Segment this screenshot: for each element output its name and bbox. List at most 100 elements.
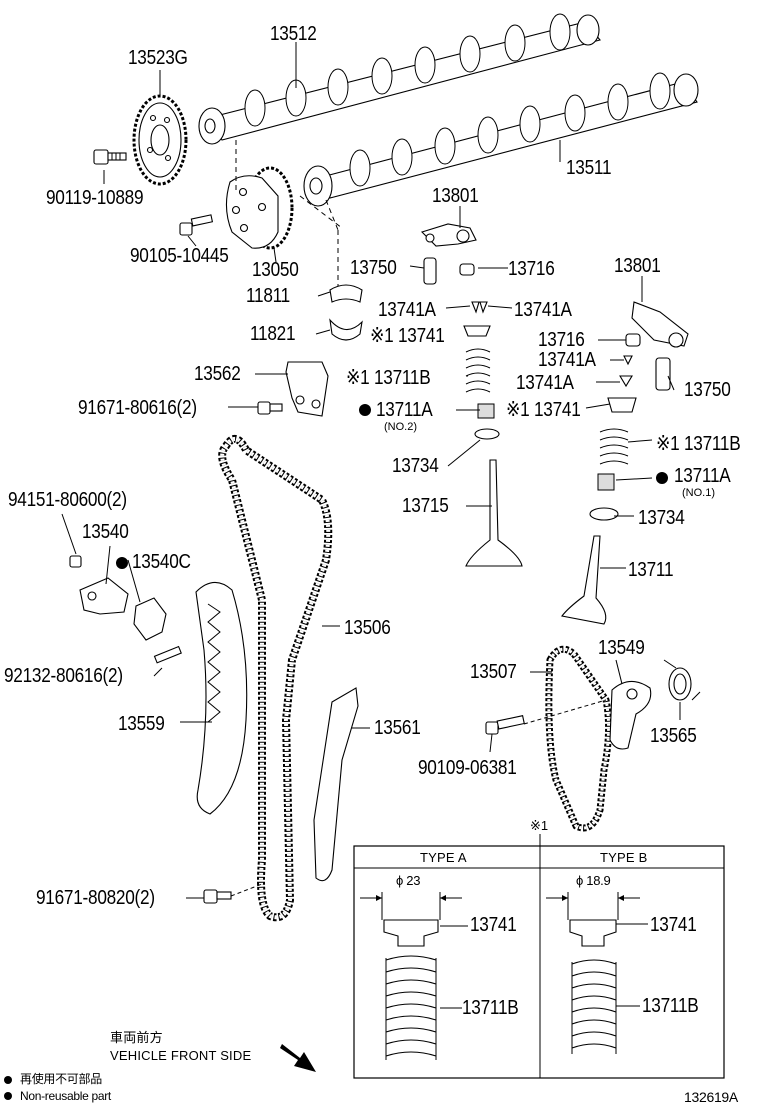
label-13801-lower: 13801: [614, 255, 661, 277]
bolt-90109: [485, 715, 525, 735]
lash-adjuster-13750-upper: [423, 257, 437, 285]
label-13711a-no1: 13711A: [674, 465, 731, 487]
inset-diameter-a: ϕ 23: [396, 873, 421, 888]
label-13734-lower: 13734: [638, 507, 685, 529]
seat-13734-upper: [474, 428, 500, 440]
gasket-13540c: [133, 597, 167, 641]
label-13750-lower: 13750: [684, 379, 731, 401]
inset-diameter-b: ϕ 18.9: [576, 873, 611, 888]
label-13540c: 13540C: [132, 551, 191, 573]
camshaft-13512: [198, 13, 601, 145]
label-13523g: 13523G: [128, 47, 188, 69]
seat-13734-lower: [589, 507, 619, 521]
label-91671-80820: 91671-80820(2): [36, 887, 155, 909]
label-11811: 11811: [246, 285, 290, 307]
label-13507: 13507: [470, 661, 517, 683]
timing-chain-13507: [545, 645, 613, 832]
bolt-90119: [93, 149, 127, 165]
label-11821: 11821: [250, 323, 296, 345]
legend-front-en: VEHICLE FRONT SIDE: [110, 1048, 252, 1063]
label-13549: 13549: [598, 637, 645, 659]
label-13741a-right: 13741A: [514, 299, 572, 321]
label-13512: 13512: [270, 23, 317, 45]
keeper-13741a-lower-b: [619, 375, 633, 388]
label-13734-upper: 13734: [392, 455, 439, 477]
bolt-91671-80820: [203, 889, 232, 904]
label-13050: 13050: [252, 259, 299, 281]
nonreuse-dot-icon-2: [4, 1092, 12, 1100]
label-13711b-upper: ※1 13711B: [346, 367, 431, 389]
label-92132-80616: 92132-80616(2): [4, 665, 123, 687]
keeper-13741a-upper: [471, 301, 488, 314]
label-13506: 13506: [344, 617, 391, 639]
label-13741a-lower-a: 13741A: [538, 349, 596, 371]
tensioner-13540: [79, 577, 129, 615]
cap-13716-upper: [459, 263, 475, 276]
label-90109-06381: 90109-06381: [418, 757, 517, 779]
label-note-1: ※1: [530, 818, 549, 833]
label-90105-10445: 90105-10445: [130, 245, 229, 267]
nonreuse-mark-13711a-a: [359, 404, 371, 416]
chain-guide-13561: [313, 687, 359, 882]
rocker-arm-13801-upper: [420, 223, 477, 247]
cap-13716-lower: [625, 333, 641, 347]
bolt-91671-80616: [257, 401, 283, 415]
lash-adjuster-13750-lower: [655, 357, 671, 391]
label-90119-10889: 90119-10889: [46, 187, 144, 209]
label-13716-upper: 13716: [508, 258, 555, 280]
inset-b-13711b: 13711B: [642, 995, 699, 1017]
label-13511: 13511: [566, 157, 612, 179]
camshaft-13511: [303, 72, 699, 207]
label-13561: 13561: [374, 717, 421, 739]
label-13750-upper: 13750: [350, 257, 397, 279]
inset-type-comparison: [353, 845, 725, 1079]
nonreuse-dot-icon: [4, 1076, 12, 1084]
inset-a-13711b: 13711B: [462, 997, 519, 1019]
label-no2: (NO.2): [384, 421, 417, 433]
label-13540: 13540: [82, 521, 129, 543]
label-13565: 13565: [650, 725, 697, 747]
label-13715: 13715: [402, 495, 449, 517]
vvt-gear-13050: [225, 166, 294, 250]
chain-slipper-13559: [195, 581, 248, 815]
bearing-11821: [329, 318, 363, 341]
label-13741-lower: ※1 13741: [506, 399, 581, 421]
spring-13565: [663, 659, 701, 701]
legend-front-jp: 車両前方: [110, 1030, 163, 1045]
keeper-13741a-lower-a: [623, 355, 633, 366]
label-91671-80616: 91671-80616(2): [78, 397, 197, 419]
label-94151-80600: 94151-80600(2): [8, 489, 127, 511]
bolt-90105: [179, 214, 214, 236]
inset-a-13741: 13741: [470, 914, 517, 936]
spring-13711b-upper: [465, 348, 491, 393]
retainer-13741-lower: [607, 397, 637, 413]
label-13716-lower: 13716: [538, 329, 585, 351]
label-13801-upper: 13801: [432, 185, 479, 207]
stud-92132: [153, 645, 182, 664]
label-13559: 13559: [118, 713, 165, 735]
nonreuse-mark-13540c: [116, 557, 128, 569]
rocker-arm-13801-lower: [631, 301, 689, 348]
label-13711: 13711: [628, 559, 674, 581]
valve-13711: [561, 535, 607, 625]
label-13741a-lower-b: 13741A: [516, 372, 574, 394]
retainer-13741-upper: [463, 325, 491, 337]
chain-guide-13562: [285, 361, 329, 417]
label-no1: (NO.1): [682, 487, 715, 499]
seal-13711a-no1: [597, 473, 615, 491]
nonreuse-mark-13711a-b: [656, 472, 668, 484]
legend-nonreuse-jp: 再使用不可部品: [20, 1072, 102, 1086]
front-arrow-icon: [280, 1044, 316, 1072]
label-13741-upper: ※1 13741: [370, 325, 445, 347]
nut-94151: [69, 555, 82, 568]
label-13562: 13562: [194, 363, 241, 385]
tensioner-arm-13549: [609, 680, 652, 750]
inset-type-a: TYPE A: [420, 850, 467, 865]
inset-type-b: TYPE B: [600, 850, 648, 865]
valve-13715: [465, 459, 523, 567]
label-13711a-no2: 13711A: [376, 399, 433, 421]
inset-b-13741: 13741: [650, 914, 697, 936]
label-13741a-left: 13741A: [378, 299, 436, 321]
